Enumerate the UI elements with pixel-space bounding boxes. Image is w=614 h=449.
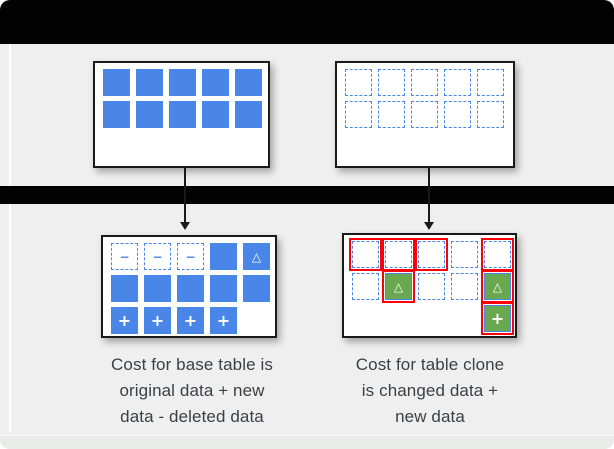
base-table-original-grid xyxy=(95,63,268,128)
dashed-cell xyxy=(451,273,478,300)
red-dashed-cell xyxy=(382,238,415,271)
caption-line: original data + new xyxy=(119,381,265,400)
empty-slot xyxy=(243,307,270,334)
solid-plus-cell: + xyxy=(111,307,138,334)
solid-cell xyxy=(136,69,163,96)
empty-slot xyxy=(451,305,478,332)
grid-row: ++++ xyxy=(111,307,275,334)
table-clone-original-box xyxy=(335,61,515,168)
grid-row: + xyxy=(352,302,515,335)
caption-line: Cost for table clone xyxy=(355,355,505,374)
solid-cell xyxy=(144,275,171,302)
grid-row xyxy=(111,275,275,302)
solid-cell xyxy=(169,69,196,96)
slide-edge-line xyxy=(9,44,11,432)
solid-cell xyxy=(210,243,237,270)
dashed-cell xyxy=(477,101,504,128)
solid-cell xyxy=(111,275,138,302)
dashed-cell xyxy=(444,69,471,96)
grid-row xyxy=(345,69,513,96)
red-green-plus-cell: + xyxy=(481,302,514,335)
solid-cell xyxy=(202,101,229,128)
dashed-cell xyxy=(418,273,445,300)
table-clone-changed-box: △△+ xyxy=(342,233,517,338)
dashed-cell xyxy=(451,241,478,268)
caption-line: new data xyxy=(395,407,465,426)
solid-plus-cell: + xyxy=(144,307,171,334)
red-dashed-cell xyxy=(415,238,448,271)
base-table-changed-grid: −−−△++++ xyxy=(103,237,275,334)
solid-cell xyxy=(136,101,163,128)
empty-slot xyxy=(385,305,412,332)
right-arrow-head-icon xyxy=(424,222,434,230)
table-clone-cost-caption: Cost for table clone is changed data + n… xyxy=(315,352,545,430)
red-green-triangle-cell: △ xyxy=(382,270,415,303)
caption-line: data - deleted data xyxy=(120,407,264,426)
solid-plus-cell: + xyxy=(210,307,237,334)
solid-cell xyxy=(103,69,130,96)
solid-cell xyxy=(177,275,204,302)
dashed-cell xyxy=(345,69,372,96)
red-dashed-cell xyxy=(481,238,514,271)
grid-row: −−−△ xyxy=(111,243,275,270)
solid-cell xyxy=(103,101,130,128)
dashed-cell xyxy=(378,69,405,96)
solid-cell xyxy=(202,69,229,96)
right-arrow-shaft xyxy=(428,168,430,223)
dashed-minus-cell: − xyxy=(177,243,204,270)
dashed-cell xyxy=(444,101,471,128)
left-arrow-shaft xyxy=(184,168,186,223)
base-table-cost-caption: Cost for base table is original data + n… xyxy=(74,352,310,430)
grid-row xyxy=(349,238,515,271)
solid-cell xyxy=(235,69,262,96)
left-arrow-head-icon xyxy=(180,222,190,230)
table-clone-original-grid xyxy=(337,63,513,128)
top-black-bar xyxy=(0,0,614,44)
grid-row xyxy=(345,101,513,128)
empty-slot xyxy=(352,305,379,332)
base-table-changed-box: −−−△++++ xyxy=(101,235,277,338)
empty-slot xyxy=(418,305,445,332)
red-dashed-cell xyxy=(349,238,382,271)
grid-row xyxy=(103,101,268,128)
base-table-original-box xyxy=(93,61,270,168)
caption-line: Cost for base table is xyxy=(111,355,273,374)
solid-cell xyxy=(243,275,270,302)
dashed-cell xyxy=(477,69,504,96)
caption-line: is changed data + xyxy=(361,381,499,400)
middle-black-bar xyxy=(0,186,614,204)
solid-cell xyxy=(235,101,262,128)
dashed-cell xyxy=(352,273,379,300)
dashed-minus-cell: − xyxy=(111,243,138,270)
solid-plus-cell: + xyxy=(177,307,204,334)
dashed-minus-cell: − xyxy=(144,243,171,270)
grid-row: △△ xyxy=(352,270,515,303)
solid-cell xyxy=(210,275,237,302)
dashed-cell xyxy=(378,101,405,128)
red-green-triangle-cell: △ xyxy=(481,270,514,303)
dashed-cell xyxy=(411,69,438,96)
dashed-cell xyxy=(411,101,438,128)
dashed-cell xyxy=(345,101,372,128)
solid-triangle-cell: △ xyxy=(243,243,270,270)
grid-row xyxy=(103,69,268,96)
bottom-strip xyxy=(0,435,614,449)
table-clone-changed-grid: △△+ xyxy=(344,235,515,335)
solid-cell xyxy=(169,101,196,128)
